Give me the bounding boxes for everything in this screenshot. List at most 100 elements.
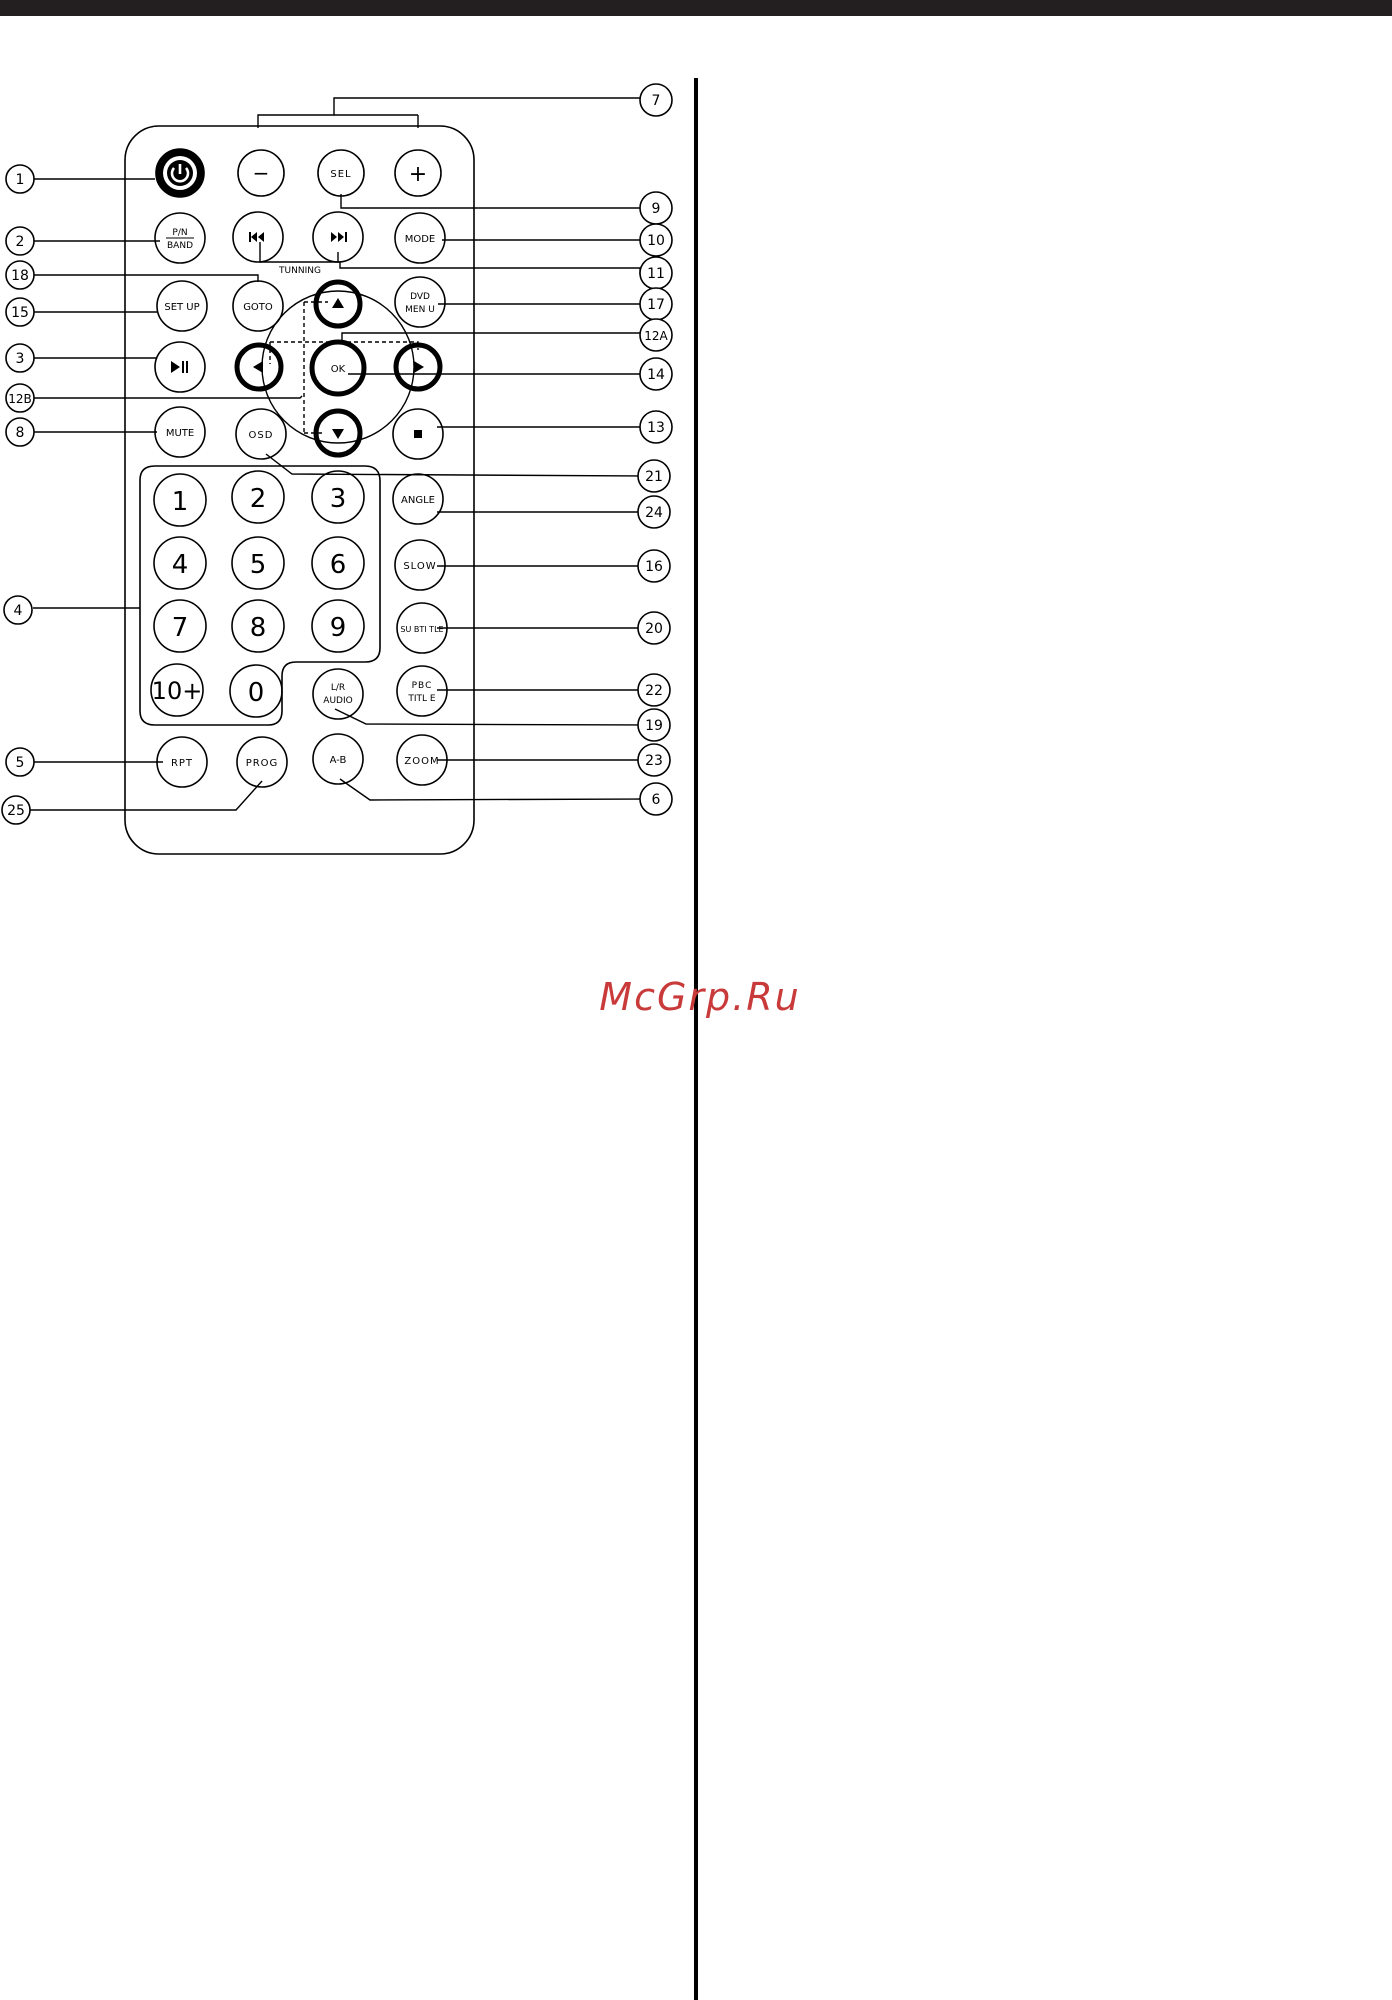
callout-13: 13 bbox=[640, 411, 672, 443]
callout-14: 14 bbox=[640, 358, 672, 390]
svg-text:12A: 12A bbox=[644, 329, 668, 343]
volume-plus-button[interactable]: + bbox=[395, 150, 441, 196]
play-pause-icon bbox=[171, 361, 188, 373]
callout-11: 11 bbox=[640, 257, 672, 289]
prev-track-icon bbox=[249, 232, 264, 242]
digit-0-button[interactable]: 0 bbox=[230, 665, 282, 717]
digit-label: 3 bbox=[330, 484, 347, 514]
callouts-right: 7 9 10 11 17 12A 14 13 21 24 16 20 22 19… bbox=[638, 84, 672, 815]
callout-21: 21 bbox=[638, 460, 670, 492]
svg-text:14: 14 bbox=[647, 367, 665, 383]
mode-label: MODE bbox=[405, 234, 436, 245]
digit-label: 0 bbox=[248, 678, 265, 708]
callout-25: 25 bbox=[2, 796, 30, 824]
digit-10plus-button[interactable]: 10+ bbox=[151, 664, 203, 716]
stop-button[interactable] bbox=[393, 409, 443, 459]
title-label: TITL E bbox=[407, 694, 436, 704]
right-arrow-icon bbox=[414, 361, 424, 373]
menu-label: MEN U bbox=[405, 305, 435, 315]
digit-5-button[interactable]: 5 bbox=[232, 537, 284, 589]
callout-10: 10 bbox=[640, 224, 672, 256]
subtitle-label: SU BTI TLE bbox=[400, 625, 443, 634]
volume-minus-button[interactable]: − bbox=[238, 150, 284, 196]
right-button[interactable] bbox=[396, 345, 440, 389]
svg-text:10: 10 bbox=[647, 233, 665, 249]
digit-9-button[interactable]: 9 bbox=[312, 600, 364, 652]
svg-text:19: 19 bbox=[645, 718, 663, 734]
tunning-label: TUNNING bbox=[278, 266, 321, 276]
digit-8-button[interactable]: 8 bbox=[232, 600, 284, 652]
subtitle-button[interactable]: SU BTI TLE bbox=[397, 603, 447, 653]
next-track-icon bbox=[331, 232, 347, 242]
svg-text:7: 7 bbox=[652, 93, 661, 109]
band-label: BAND bbox=[167, 241, 193, 251]
ab-button[interactable]: A-B bbox=[313, 734, 363, 784]
ok-label: OK bbox=[331, 364, 346, 375]
svg-text:24: 24 bbox=[645, 505, 663, 521]
svg-text:16: 16 bbox=[645, 559, 663, 575]
digit-2-button[interactable]: 2 bbox=[232, 471, 284, 523]
dvd-menu-button[interactable]: DVD MEN U bbox=[395, 277, 445, 327]
osd-button[interactable]: OSD bbox=[236, 409, 286, 459]
goto-label: GOTO bbox=[243, 302, 273, 313]
svg-text:11: 11 bbox=[647, 266, 665, 282]
digit-1-button[interactable]: 1 bbox=[154, 474, 206, 526]
goto-button[interactable]: GOTO bbox=[233, 281, 283, 331]
callout-17: 17 bbox=[640, 288, 672, 320]
digit-label: 2 bbox=[250, 484, 267, 514]
slow-button[interactable]: SLOW bbox=[395, 540, 445, 590]
callout-18: 18 bbox=[6, 261, 34, 289]
svg-text:22: 22 bbox=[645, 683, 663, 699]
digit-label: 4 bbox=[172, 550, 189, 580]
svg-text:17: 17 bbox=[647, 297, 665, 313]
setup-label: SET UP bbox=[164, 302, 199, 313]
pn-band-button[interactable]: P/N BAND bbox=[155, 213, 205, 263]
callout-2: 2 bbox=[6, 227, 34, 255]
stop-icon bbox=[414, 430, 422, 438]
setup-button[interactable]: SET UP bbox=[157, 281, 207, 331]
up-button[interactable] bbox=[316, 282, 360, 326]
svg-text:4: 4 bbox=[14, 603, 23, 619]
svg-text:23: 23 bbox=[645, 753, 663, 769]
svg-text:18: 18 bbox=[11, 268, 29, 284]
svg-text:12B: 12B bbox=[8, 392, 32, 406]
slow-label: SLOW bbox=[403, 561, 436, 572]
audio-label: AUDIO bbox=[323, 696, 352, 706]
angle-button[interactable]: ANGLE bbox=[393, 474, 443, 524]
volume-plus-label: + bbox=[409, 162, 427, 187]
pbc-title-button[interactable]: PBC TITL E bbox=[397, 666, 447, 716]
digit-label: 10+ bbox=[152, 677, 203, 705]
svg-text:3: 3 bbox=[16, 351, 25, 367]
sel-button[interactable]: SEL bbox=[318, 150, 364, 196]
digit-label: 9 bbox=[330, 613, 347, 643]
left-arrow-icon bbox=[253, 361, 263, 373]
power-button[interactable] bbox=[156, 149, 204, 197]
digit-3-button[interactable]: 3 bbox=[312, 471, 364, 523]
digit-4-button[interactable]: 4 bbox=[154, 537, 206, 589]
prog-button[interactable]: PROG bbox=[237, 737, 287, 787]
lr-audio-button[interactable]: L/R AUDIO bbox=[313, 669, 363, 719]
left-button[interactable] bbox=[237, 345, 281, 389]
svg-text:25: 25 bbox=[7, 803, 25, 819]
mode-button[interactable]: MODE bbox=[395, 213, 445, 263]
prev-button[interactable] bbox=[233, 212, 283, 262]
zoom-label: ZOOM bbox=[404, 756, 439, 767]
callout-12a: 12A bbox=[640, 319, 672, 351]
svg-text:5: 5 bbox=[16, 755, 25, 771]
dvd-label: DVD bbox=[410, 292, 430, 302]
callout-22: 22 bbox=[638, 674, 670, 706]
rpt-button[interactable]: RPT bbox=[157, 737, 207, 787]
down-button[interactable] bbox=[316, 411, 360, 455]
zoom-button[interactable]: ZOOM bbox=[397, 735, 447, 785]
mute-label: MUTE bbox=[166, 428, 194, 439]
sel-label: SEL bbox=[330, 169, 351, 180]
svg-text:9: 9 bbox=[652, 201, 661, 217]
digit-7-button[interactable]: 7 bbox=[154, 600, 206, 652]
digit-6-button[interactable]: 6 bbox=[312, 537, 364, 589]
rpt-label: RPT bbox=[171, 758, 193, 769]
digit-label: 1 bbox=[172, 487, 189, 517]
mute-button[interactable]: MUTE bbox=[155, 407, 205, 457]
ok-button[interactable]: OK bbox=[312, 342, 364, 394]
callouts-left: 1 2 18 15 3 12B 8 4 5 25 bbox=[2, 165, 34, 824]
play-pause-button[interactable] bbox=[155, 342, 205, 392]
